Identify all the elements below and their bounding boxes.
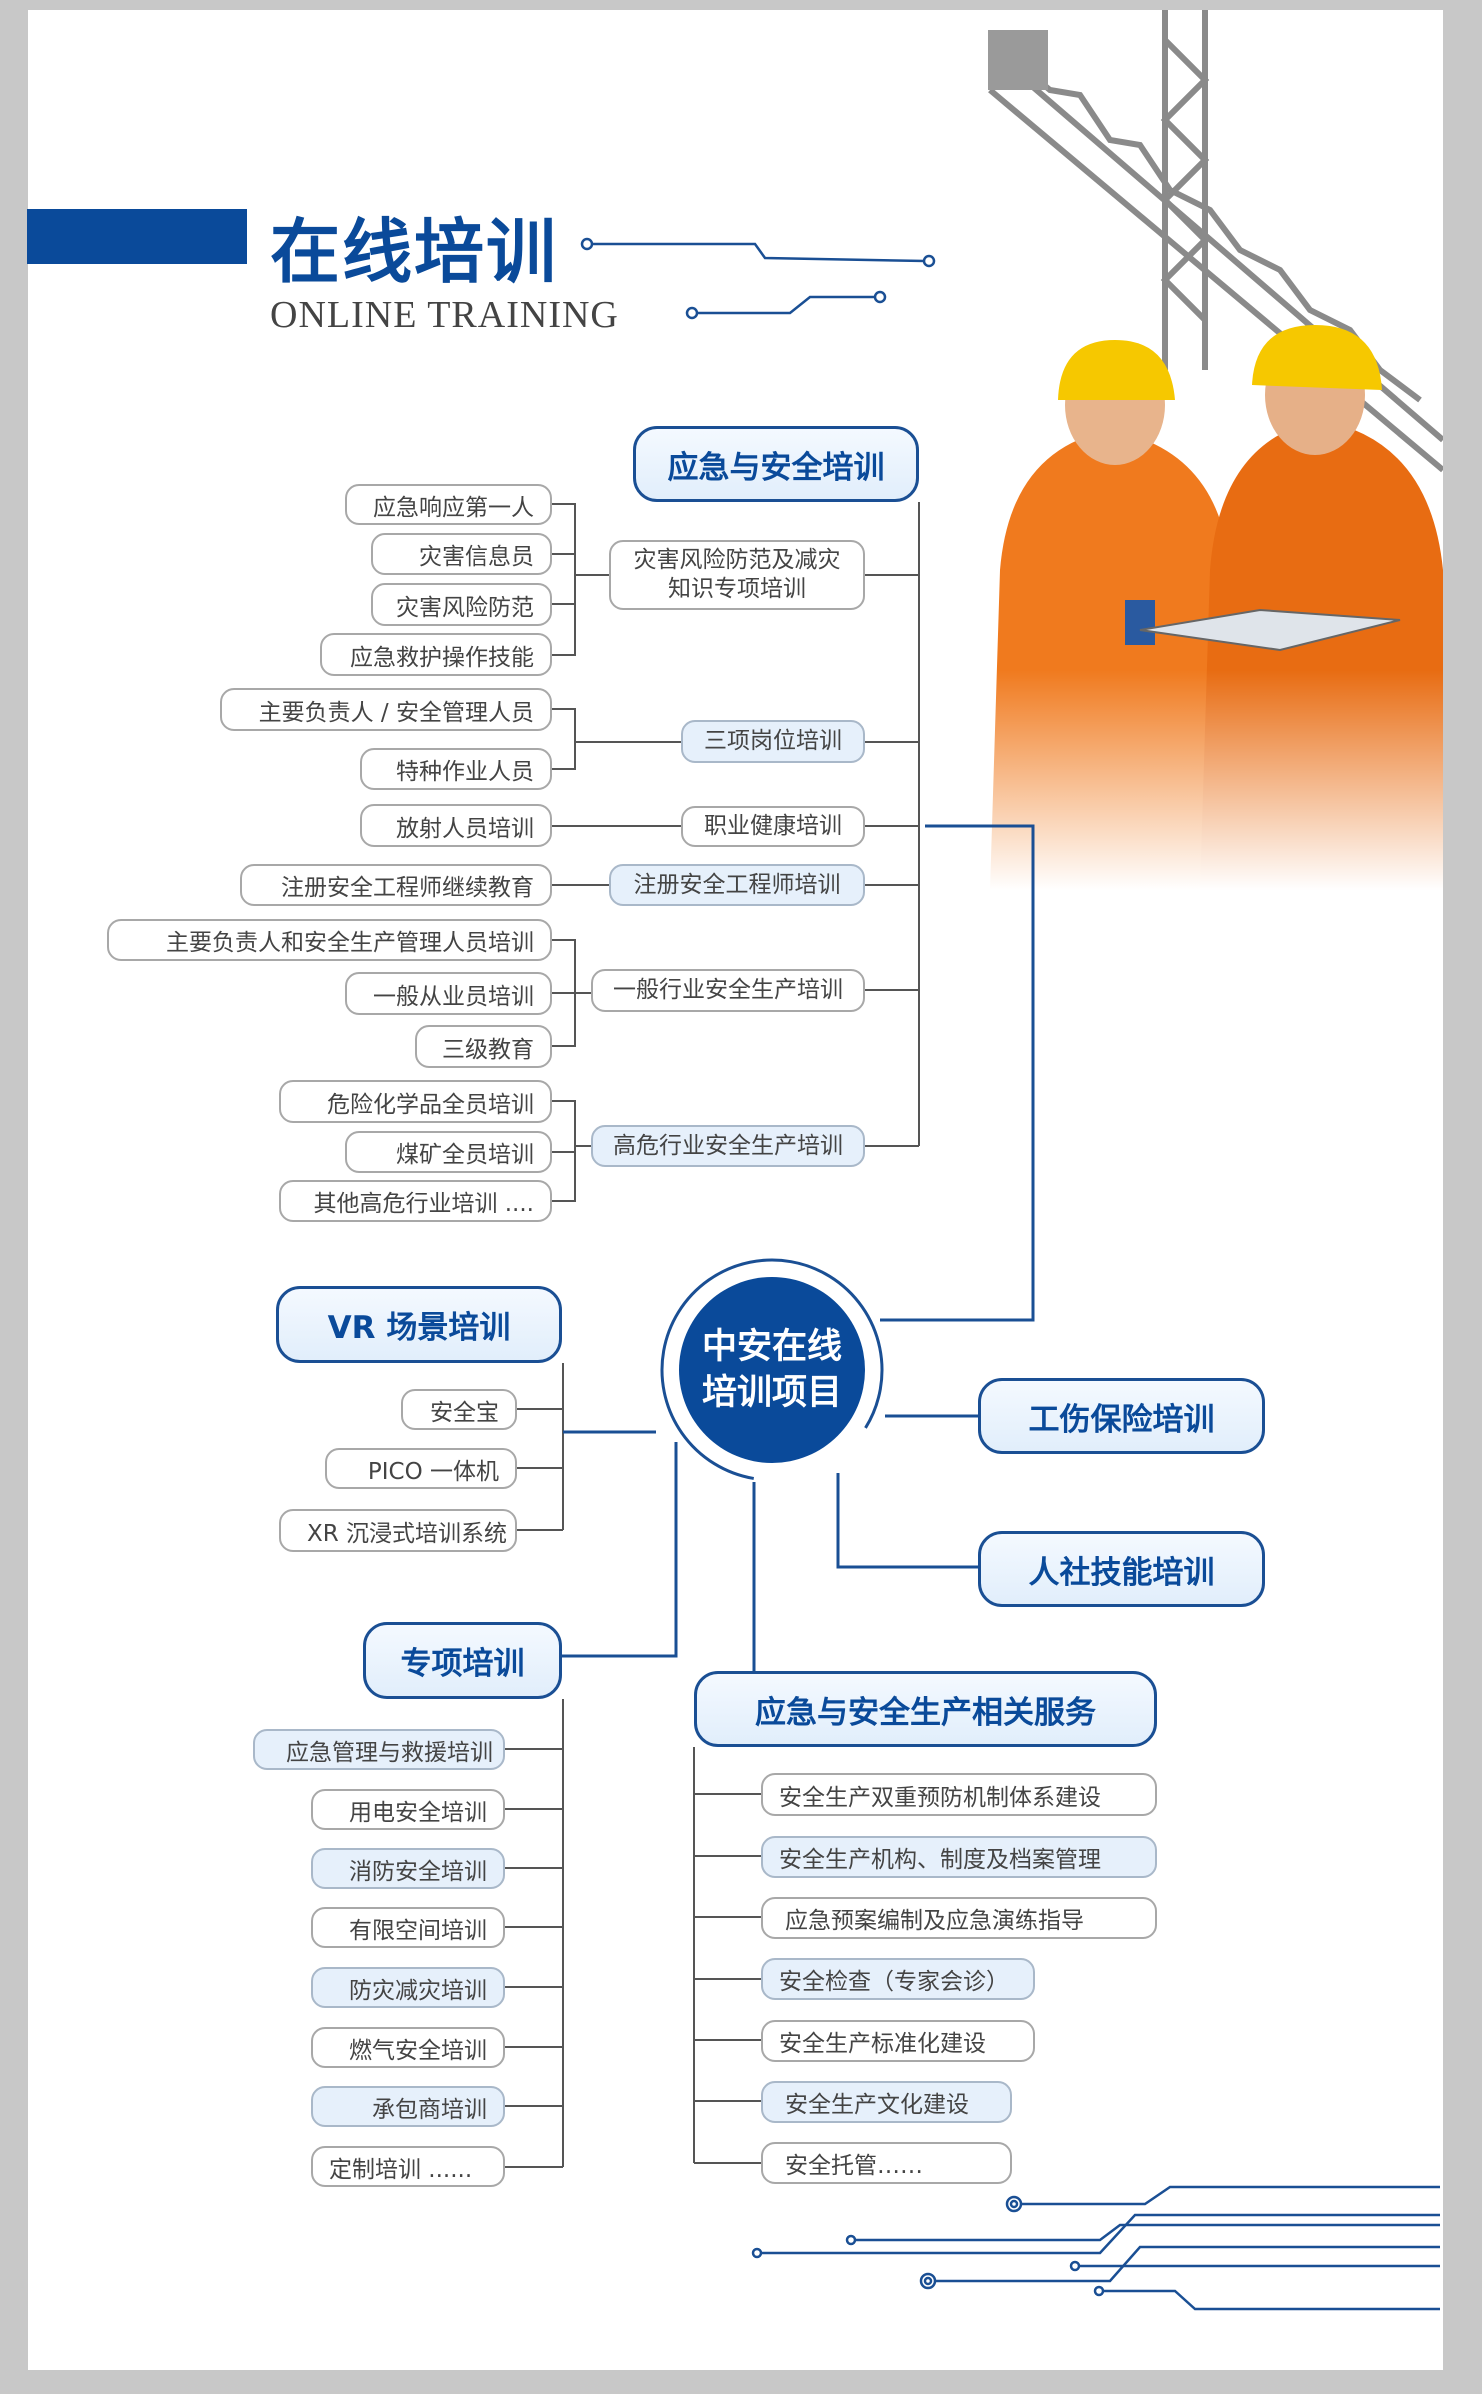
list-item[interactable]: 安全生产文化建设 — [761, 2081, 1012, 2123]
list-item[interactable]: XR 沉浸式培训系统 — [279, 1509, 517, 1552]
category-related-services[interactable]: 应急与安全生产相关服务 — [694, 1671, 1157, 1747]
list-item[interactable]: 危险化学品全员培训 — [279, 1080, 552, 1123]
header-accent-bar — [27, 209, 247, 264]
list-item[interactable]: 灾害信息员 — [371, 533, 552, 575]
category-special-training[interactable]: 专项培训 — [363, 1622, 562, 1699]
list-item[interactable]: 三级教育 — [415, 1025, 552, 1068]
list-item[interactable]: 应急预案编制及应急演练指导 — [761, 1897, 1157, 1939]
list-item[interactable]: 应急响应第一人 — [345, 484, 552, 525]
list-item[interactable]: 燃气安全培训 — [311, 2027, 505, 2068]
list-item[interactable]: 煤矿全员培训 — [345, 1131, 552, 1173]
subgroup-occupational-health[interactable]: 职业健康培训 — [681, 806, 865, 847]
subgroup-three-posts[interactable]: 三项岗位培训 — [681, 720, 865, 763]
list-item[interactable]: 承包商培训 — [311, 2086, 505, 2127]
list-item[interactable]: 消防安全培训 — [311, 1848, 505, 1889]
subgroup-registered-engineer[interactable]: 注册安全工程师培训 — [609, 864, 865, 906]
center-line-1: 中安在线 — [701, 1327, 842, 1367]
list-item[interactable]: 用电安全培训 — [311, 1789, 505, 1830]
list-item[interactable]: 安全生产双重预防机制体系建设 — [761, 1773, 1157, 1816]
page-subtitle: ONLINE TRAINING — [270, 294, 619, 336]
category-hr-skills-training[interactable]: 人社技能培训 — [978, 1531, 1265, 1607]
subgroup-high-risk-industry[interactable]: 高危行业安全生产培训 — [591, 1125, 865, 1167]
center-node[interactable]: 中安在线培训项目 — [679, 1277, 865, 1463]
list-item[interactable]: 安全生产机构、制度及档案管理 — [761, 1836, 1157, 1878]
list-item[interactable]: 一般从业员培训 — [345, 972, 552, 1015]
list-item[interactable]: 主要负责人 / 安全管理人员 — [220, 688, 552, 731]
list-item[interactable]: 应急救护操作技能 — [320, 633, 552, 676]
subgroup-disaster-risk[interactable]: 灾害风险防范及减灾知识专项培训 — [609, 540, 865, 610]
category-vr-training[interactable]: VR 场景培训 — [276, 1286, 562, 1363]
list-item[interactable]: 安全检查（专家会诊） — [761, 1958, 1035, 2000]
list-item[interactable]: 特种作业人员 — [360, 748, 552, 790]
list-item[interactable]: 注册安全工程师继续教育 — [240, 864, 552, 906]
list-item[interactable]: 主要负责人和安全生产管理人员培训 — [107, 919, 552, 961]
subgroup-general-industry[interactable]: 一般行业安全生产培训 — [591, 969, 865, 1012]
list-item[interactable]: PICO 一体机 — [325, 1448, 517, 1489]
list-item[interactable]: 防灾减灾培训 — [311, 1967, 505, 2008]
header-circuit-lines — [580, 237, 936, 320]
list-item[interactable]: 放射人员培训 — [360, 804, 552, 847]
gray-branch-lines — [505, 502, 920, 2168]
list-item[interactable]: 其他高危行业培训 .... — [279, 1180, 552, 1222]
blue-trunk-lines — [562, 824, 1035, 1671]
workers-photo — [960, 10, 1443, 890]
list-item[interactable]: 安全托管…… — [761, 2142, 1012, 2184]
list-item[interactable]: 安全宝 — [401, 1389, 517, 1430]
list-item[interactable]: 定制培训 ...... — [311, 2146, 505, 2187]
list-item[interactable]: 安全生产标准化建设 — [761, 2020, 1035, 2062]
list-item[interactable]: 应急管理与救援培训 — [253, 1729, 505, 1770]
list-item[interactable]: 有限空间培训 — [311, 1907, 505, 1948]
list-item[interactable]: 灾害风险防范 — [371, 583, 552, 626]
center-line-2: 培训项目 — [701, 1373, 842, 1413]
page-title: 在线培训 — [270, 211, 558, 293]
category-work-injury-insurance[interactable]: 工伤保险培训 — [978, 1378, 1265, 1454]
footer-circuit-lines — [751, 2185, 1440, 2311]
category-emergency-safety-training[interactable]: 应急与安全培训 — [633, 426, 919, 502]
